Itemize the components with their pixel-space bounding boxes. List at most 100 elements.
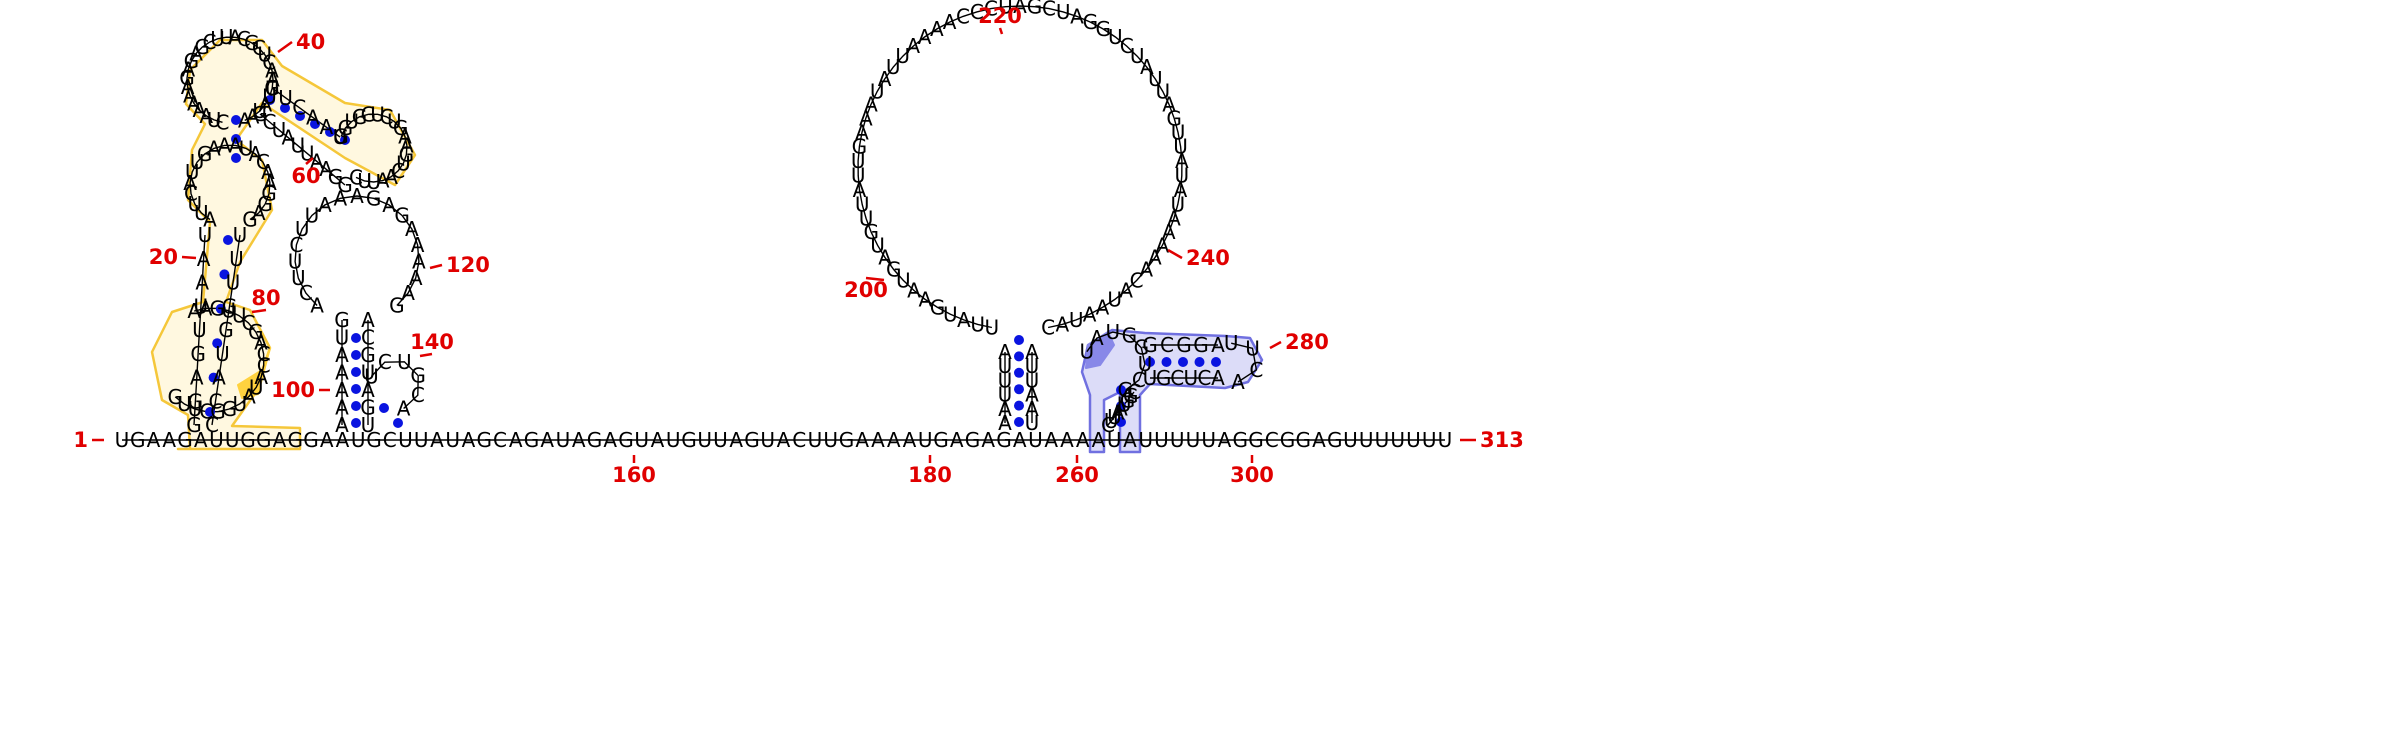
nucleotide: C bbox=[205, 413, 219, 437]
nucleotide: C bbox=[199, 400, 213, 424]
nucleotide: A bbox=[254, 330, 268, 354]
nucleotide: A bbox=[281, 126, 295, 150]
nucleotide: A bbox=[462, 428, 476, 452]
nucleotide: U bbox=[1107, 287, 1122, 311]
position-label: 313 bbox=[1480, 428, 1524, 452]
nucleotide: A bbox=[263, 171, 277, 195]
position-tick bbox=[251, 308, 267, 314]
nucleotide: A bbox=[336, 428, 350, 452]
base-pair-dot bbox=[1211, 357, 1221, 367]
nucleotide: A bbox=[998, 397, 1012, 421]
backbone-segment bbox=[1086, 331, 1146, 391]
nucleotide: U bbox=[1343, 428, 1358, 452]
backbone-segment bbox=[186, 36, 274, 123]
nucleotide: U bbox=[998, 383, 1013, 407]
nucleotide: U bbox=[188, 397, 203, 421]
nucleotide: U bbox=[1025, 368, 1040, 392]
base-pair-dot bbox=[1014, 351, 1024, 362]
nucleotide: U bbox=[1406, 428, 1421, 452]
nucleotide: G bbox=[1327, 428, 1343, 452]
nucleotide: A bbox=[401, 281, 415, 305]
nucleotide: U bbox=[556, 428, 571, 452]
nucleotide: A bbox=[903, 428, 917, 452]
nucleotide: A bbox=[310, 293, 324, 317]
nucleotide: G bbox=[618, 428, 634, 452]
nucleotide: A bbox=[957, 308, 971, 332]
position-label: 220 bbox=[978, 4, 1022, 28]
nucleotide: A bbox=[1231, 370, 1245, 394]
nucleotide: G bbox=[337, 173, 353, 197]
nucleotide: A bbox=[1162, 93, 1176, 117]
nucleotide: C bbox=[956, 4, 970, 28]
base-pair-dot bbox=[340, 135, 350, 145]
nucleotide: A bbox=[1096, 295, 1110, 319]
base-pair-dot bbox=[1145, 357, 1155, 367]
nucleotide: G bbox=[222, 294, 238, 318]
nucleotide: G bbox=[360, 343, 376, 367]
nucleotide: U bbox=[1438, 428, 1453, 452]
nucleotide: G bbox=[333, 124, 349, 148]
position-label: 140 bbox=[410, 330, 454, 354]
base-pair-dot bbox=[351, 418, 361, 428]
nucleotide: A bbox=[265, 59, 279, 83]
position-label: 180 bbox=[908, 463, 952, 487]
nucleotide: G bbox=[179, 66, 195, 90]
nucleotide: U bbox=[333, 125, 348, 149]
nucleotide: G bbox=[1122, 324, 1138, 348]
backbone-segment bbox=[259, 113, 346, 186]
nucleotide: G bbox=[965, 428, 981, 452]
nucleotide: U bbox=[265, 76, 280, 100]
nucleotide: A bbox=[350, 184, 364, 208]
nucleotide: U bbox=[666, 428, 681, 452]
nucleotide: U bbox=[225, 428, 240, 452]
nucleotide: A bbox=[1092, 428, 1106, 452]
nucleotide: G bbox=[167, 385, 183, 409]
nucleotide: A bbox=[242, 385, 256, 409]
base-pair-dot bbox=[379, 403, 389, 413]
nucleotide: G bbox=[352, 105, 368, 129]
nucleotide: G bbox=[1120, 388, 1136, 412]
nucleotide: U bbox=[290, 134, 305, 158]
nucleotide: U bbox=[357, 169, 372, 193]
nucleotide: A bbox=[194, 428, 208, 452]
nucleotide: A bbox=[1167, 207, 1181, 231]
nucleotide: C bbox=[209, 389, 223, 413]
nucleotide: U bbox=[295, 217, 310, 241]
nucleotide: U bbox=[1028, 428, 1043, 452]
base-pair-dot bbox=[1014, 335, 1024, 345]
nucleotide: U bbox=[445, 428, 460, 452]
nucleotide: G bbox=[209, 296, 225, 320]
nucleotide: U bbox=[207, 108, 222, 132]
nucleotide: G bbox=[264, 76, 280, 100]
base-pair-dot bbox=[1014, 400, 1024, 411]
nucleotide: U bbox=[239, 136, 254, 160]
nucleotide: U bbox=[1056, 0, 1071, 24]
nucleotide: A bbox=[411, 233, 425, 257]
nucleotide: A bbox=[207, 136, 221, 160]
nucleotide: A bbox=[572, 428, 586, 452]
nucleotide: U bbox=[361, 361, 376, 385]
nucleotide: U bbox=[221, 299, 236, 323]
nucleotide: G bbox=[1280, 428, 1296, 452]
base-pair-dot bbox=[208, 372, 219, 383]
nucleotide: U bbox=[185, 160, 200, 184]
nucleotide: U bbox=[210, 27, 225, 51]
nucleotide: C bbox=[184, 182, 198, 206]
nucleotide: U bbox=[194, 201, 209, 225]
nucleotide: A bbox=[361, 378, 375, 402]
nucleotide: G bbox=[886, 257, 902, 281]
nucleotide: U bbox=[998, 0, 1013, 19]
nucleotide: C bbox=[349, 165, 363, 189]
nucleotide: U bbox=[305, 203, 320, 227]
nucleotide: A bbox=[409, 266, 423, 290]
base-pair-dot bbox=[351, 367, 361, 377]
nucleotide: U bbox=[896, 268, 911, 292]
nucleotide: A bbox=[1060, 428, 1074, 452]
nucleotide: C bbox=[1120, 34, 1134, 58]
nucleotide: C bbox=[411, 383, 425, 407]
nucleotide: U bbox=[364, 364, 379, 388]
nucleotide: G bbox=[1193, 333, 1209, 357]
base-pair-dot bbox=[1116, 385, 1126, 395]
position-label: 20 bbox=[149, 245, 178, 269]
